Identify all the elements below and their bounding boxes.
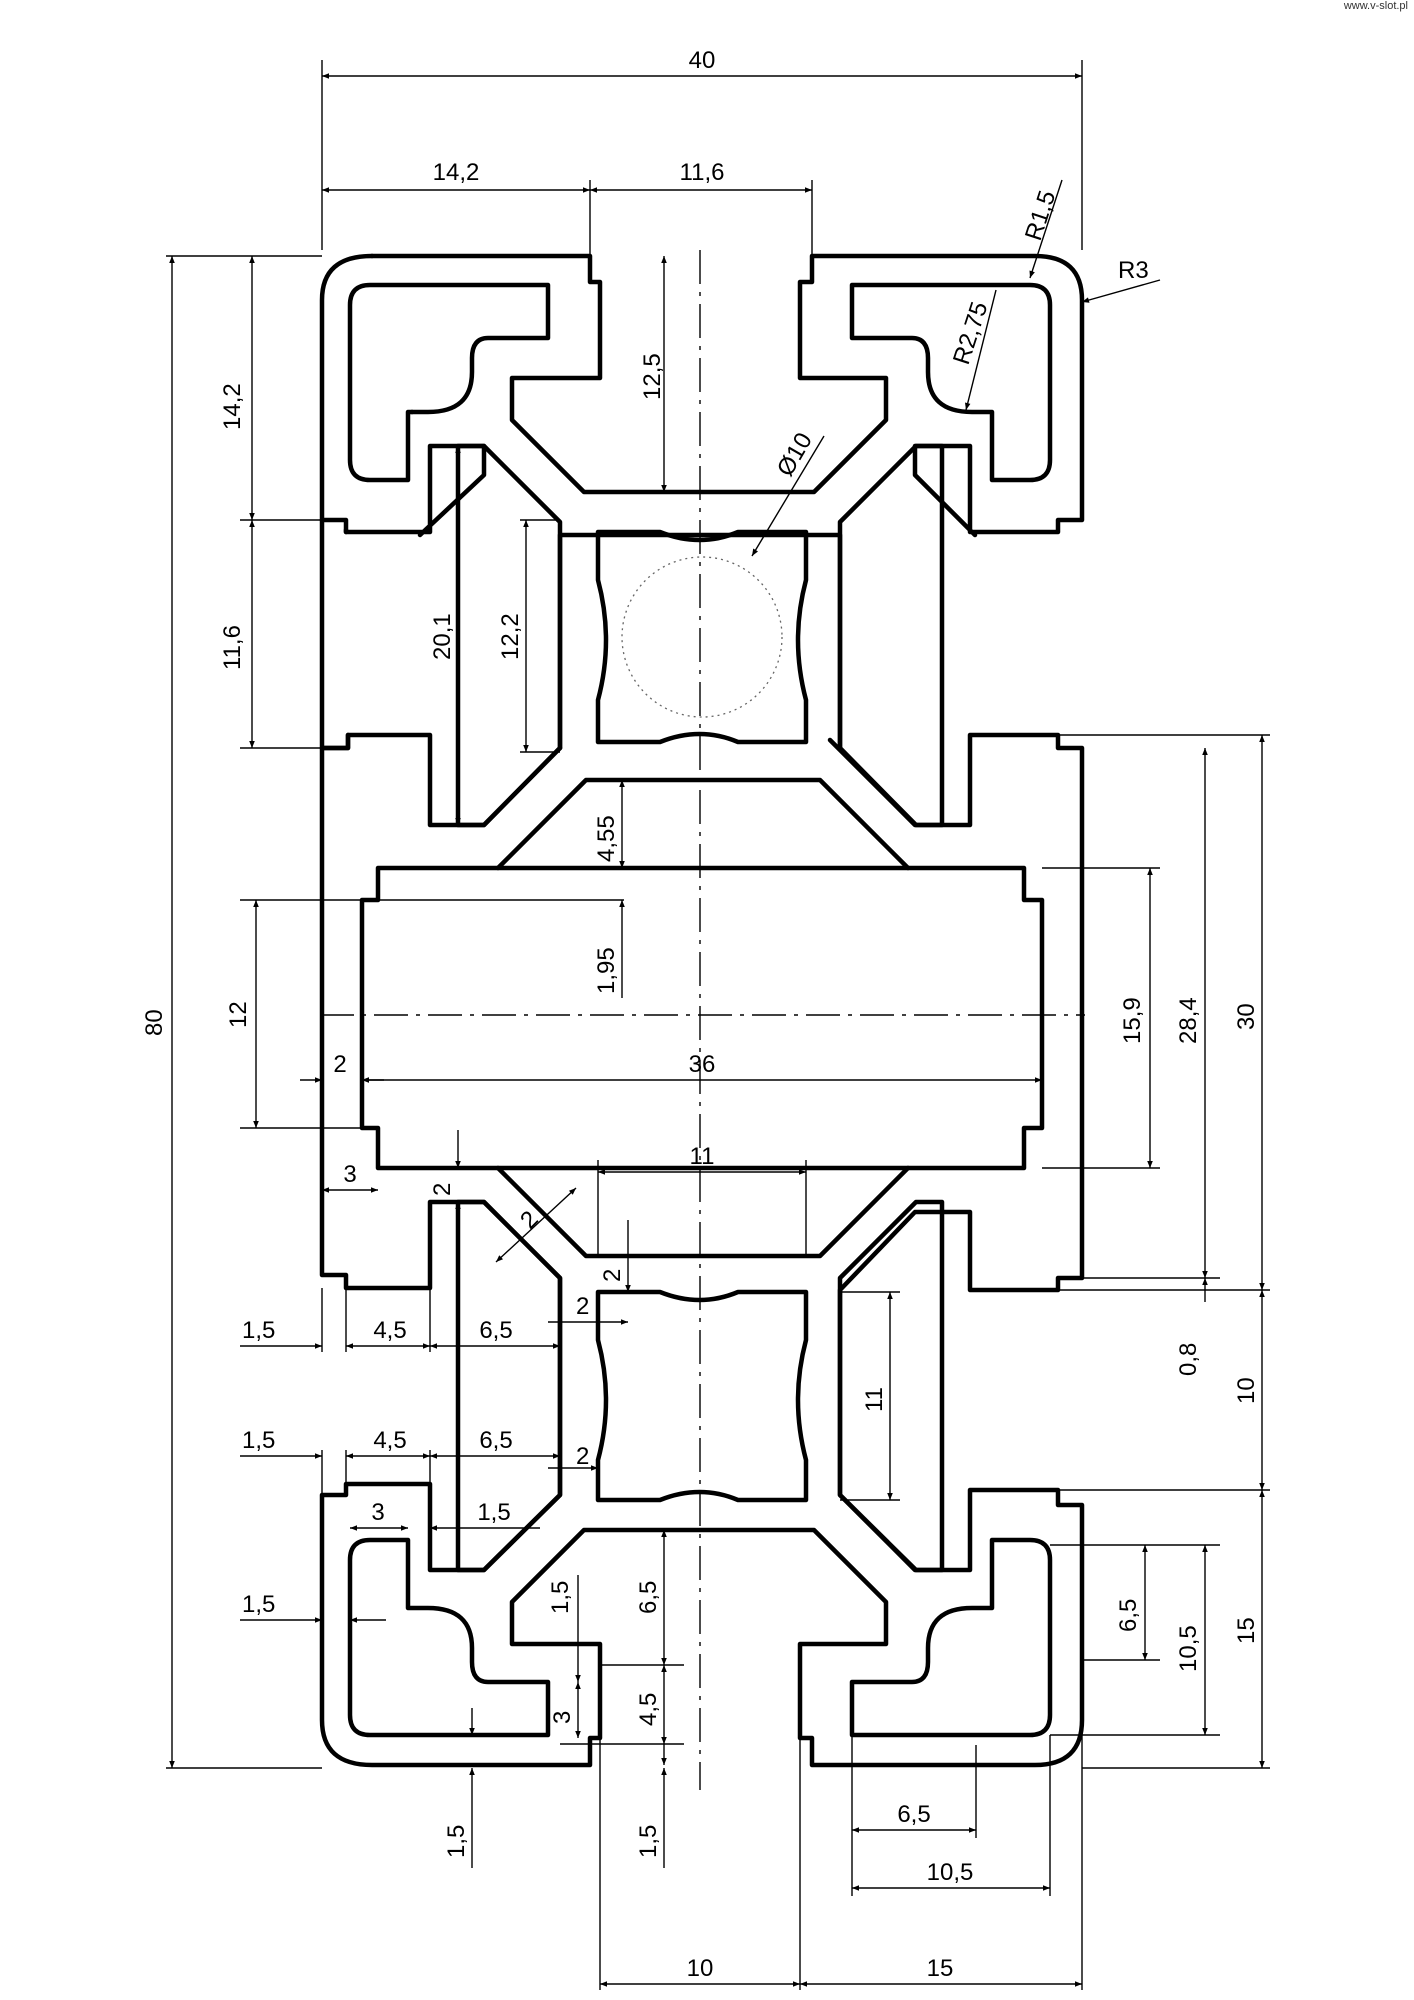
dim-2-d: 2 xyxy=(576,1293,589,1320)
dim-14-2-left: 14,2 xyxy=(219,383,246,430)
dim-12-2: 12,2 xyxy=(497,613,524,660)
dim-1-5-b: 1,5 xyxy=(242,1427,275,1454)
dim-15-right: 15 xyxy=(1233,1617,1260,1644)
dim-4-5-a: 4,5 xyxy=(373,1317,406,1344)
dim-6-5-b: 6,5 xyxy=(479,1427,512,1454)
dim-11-top: 11 xyxy=(690,1143,715,1170)
dim-3-c: 3 xyxy=(549,1711,576,1724)
dim-1-5-c: 1,5 xyxy=(477,1499,510,1526)
dim-80: 80 xyxy=(141,1009,168,1036)
dim-15-bottom: 15 xyxy=(927,1955,954,1982)
dim-6-5-e: 6,5 xyxy=(897,1801,930,1828)
dim-10-bottom: 10 xyxy=(687,1955,714,1982)
dim-12-5: 12,5 xyxy=(639,353,666,400)
dim-28-4: 28,4 xyxy=(1175,997,1202,1044)
dim-1-95: 1,95 xyxy=(593,947,620,994)
dimension-lines xyxy=(166,60,1270,1990)
dim-diameter-10: Ø10 xyxy=(772,428,818,481)
dim-0-8: 0,8 xyxy=(1175,1343,1202,1376)
dim-2-c: 2 xyxy=(599,1269,626,1282)
dim-1-5-f: 1,5 xyxy=(443,1825,470,1858)
dim-30: 30 xyxy=(1233,1003,1260,1030)
dim-1-5-a: 1,5 xyxy=(242,1317,275,1344)
dim-12: 12 xyxy=(225,1001,252,1028)
dim-1-5-d: 1,5 xyxy=(242,1591,275,1618)
dim-40: 40 xyxy=(689,47,716,74)
dim-10-5-a: 10,5 xyxy=(1175,1625,1202,1672)
diagonal-webs xyxy=(495,777,911,1259)
dim-r2-75: R2,75 xyxy=(948,299,993,368)
dim-3-a: 3 xyxy=(343,1161,356,1188)
upper-core xyxy=(595,529,809,745)
dim-4-5-b: 4,5 xyxy=(373,1427,406,1454)
dim-6-5-a: 6,5 xyxy=(479,1317,512,1344)
dim-11-side: 11 xyxy=(861,1387,888,1412)
dim-10-5-b: 10,5 xyxy=(927,1859,974,1886)
dim-r1-5: R1,5 xyxy=(1020,187,1061,244)
central-cavity xyxy=(359,865,1045,1171)
dim-36: 36 xyxy=(689,1051,716,1078)
dim-15-9: 15,9 xyxy=(1119,997,1146,1044)
dim-6-5-d: 6,5 xyxy=(1115,1599,1142,1632)
profile-outline xyxy=(319,253,1085,1768)
dim-10-right: 10 xyxy=(1233,1377,1260,1404)
lower-core xyxy=(595,1289,809,1503)
dimension-labels: 40 14,2 11,6 R1,5 R3 R2,75 Ø10 12,5 14,2… xyxy=(141,47,1260,1982)
dim-11-6-left: 11,6 xyxy=(219,625,246,670)
dim-20-1: 20,1 xyxy=(429,613,456,660)
lower-right-cavity xyxy=(849,1537,1053,1738)
dim-3-b: 3 xyxy=(371,1499,384,1526)
lower-left-cavity xyxy=(347,1537,551,1738)
dim-1-5-e: 1,5 xyxy=(547,1581,574,1614)
dim-6-5-c: 6,5 xyxy=(635,1581,662,1614)
dim-14-2-top: 14,2 xyxy=(433,159,480,186)
dim-2-e: 2 xyxy=(576,1443,589,1470)
dim-4-5-c: 4,5 xyxy=(635,1693,662,1726)
dim-2-left: 2 xyxy=(333,1051,346,1078)
dim-11-6-top: 11,6 xyxy=(680,159,725,186)
watermark-text: www.v-slot.pl xyxy=(1343,0,1408,12)
dim-r3: R3 xyxy=(1118,257,1149,284)
upper-left-cavity xyxy=(347,282,551,483)
dim-1-5-g: 1,5 xyxy=(635,1825,662,1858)
upper-right-cavity xyxy=(849,282,1053,483)
dim-2-b: 2 xyxy=(429,1183,456,1196)
center-lines xyxy=(320,250,1085,1790)
dim-4-55: 4,55 xyxy=(593,815,620,862)
